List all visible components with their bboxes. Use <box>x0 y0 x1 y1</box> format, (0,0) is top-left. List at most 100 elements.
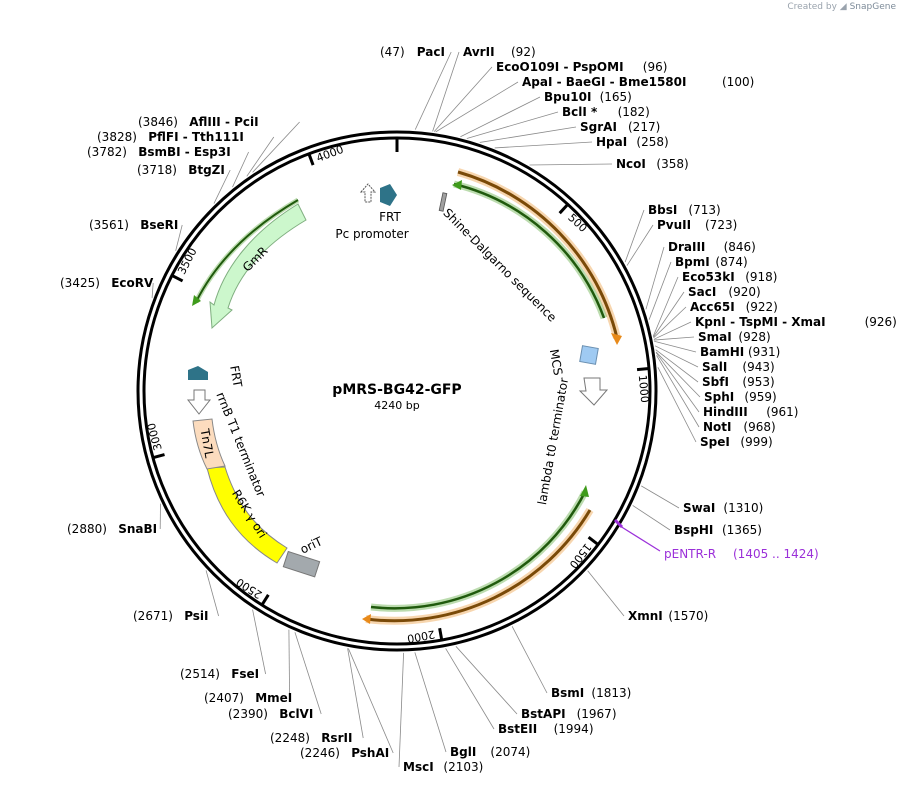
enzyme-position: (2103) <box>443 760 483 774</box>
enzyme-position: (713) <box>688 203 720 217</box>
enzyme-leader <box>587 570 625 617</box>
enzyme-site-fsei[interactable]: FseI(2514) <box>180 609 266 681</box>
enzyme-site-mmei[interactable]: MmeI(2407) <box>204 629 292 705</box>
feature-gfp-top[interactable] <box>452 180 608 320</box>
tick-label: 2000 <box>406 627 436 645</box>
enzyme-site-avrii[interactable]: AvrII(92) <box>432 45 536 132</box>
enzyme-name: NcoI <box>616 157 646 171</box>
enzyme-site-psii[interactable]: PsiI(2671) <box>133 570 219 623</box>
enzyme-position: (999) <box>740 435 772 449</box>
enzyme-name: HindIII <box>703 405 748 419</box>
enzyme-name: BglI <box>450 745 476 759</box>
enzyme-site-btgzi[interactable]: BtgZI(3718) <box>137 163 231 204</box>
feature-frt-left[interactable]: FRT <box>188 364 245 389</box>
enzyme-site-sali[interactable]: SalI(943) <box>654 345 775 374</box>
feature-tn7l[interactable]: Tn7L <box>192 418 226 470</box>
mcs-label: MCS <box>547 348 565 376</box>
feature-orf-top[interactable] <box>456 168 622 345</box>
enzyme-site-spei[interactable]: SpeI (999) <box>657 367 773 449</box>
enzyme-site-ncoi[interactable]: NcoI(358) <box>529 157 689 171</box>
tn7l-shape <box>192 418 226 470</box>
enzyme-site-sbfi[interactable]: SbfI(953) <box>655 349 775 389</box>
feature-mcs[interactable]: MCS <box>547 345 599 377</box>
enzyme-site-xmni[interactable]: XmnI(1570) <box>587 570 709 623</box>
enzyme-site-bsphi[interactable]: BspHI(1365) <box>632 505 762 537</box>
enzyme-site-bpu10i[interactable]: Bpu10I(165) <box>460 90 632 138</box>
enzyme-site-swai[interactable]: SwaI(1310) <box>641 485 763 515</box>
enzyme-site-bclvi[interactable]: BclVI(2390) <box>228 632 322 721</box>
enzyme-site-snabi[interactable]: SnaBI(2880) <box>67 503 161 536</box>
primer-name: pENTR-R <box>664 547 716 561</box>
enzyme-name: BsmI <box>551 686 584 700</box>
enzyme-site-bcli[interactable]: BclI *(182) <box>466 105 650 139</box>
feature-gmr[interactable]: GmR <box>192 197 307 330</box>
enzyme-site-hindiii[interactable]: HindIII(961) <box>655 352 798 419</box>
enzyme-site-bsmi[interactable]: BsmI(1813) <box>511 626 631 700</box>
enzyme-site-bpmi[interactable]: BpmI(874) <box>648 255 748 320</box>
enzyme-site-sgrai[interactable]: SgrAI(217) <box>479 120 660 143</box>
enzyme-name: BamHI <box>700 345 744 359</box>
enzyme-site-bstapi[interactable]: BstAPI(1967) <box>455 646 617 721</box>
enzyme-site-msci[interactable]: MscI(2103) <box>398 652 483 774</box>
enzyme-site-acc65i[interactable]: Acc65I(922) <box>653 300 778 339</box>
enzyme-position: (92) <box>511 45 536 59</box>
frt-top-arrow <box>380 184 397 206</box>
feature-gfp-bottom[interactable] <box>370 485 589 612</box>
enzyme-leader <box>653 336 695 341</box>
enzyme-name: SwaI <box>683 501 715 515</box>
enzyme-site-ecorv[interactable]: EcoRV(3425) <box>60 276 154 298</box>
enzyme-position: (100) <box>722 75 754 89</box>
enzyme-name: BpmI <box>675 255 710 269</box>
enzyme-name: AflIII - PciI <box>189 115 258 129</box>
enzyme-position: (3846) <box>138 115 178 129</box>
enzyme-site-pvuii[interactable]: PvuII(723) <box>626 218 737 266</box>
enzyme-site-noti[interactable]: NotI(968) <box>656 355 776 434</box>
enzyme-site-pshai[interactable]: PshAI(2246) <box>300 648 394 760</box>
enzyme-leader <box>175 224 183 251</box>
enzyme-site-bamhi[interactable]: BamHI(931) <box>654 340 780 359</box>
enzyme-site-pflfi[interactable]: PflFI - Tth111I(3828) <box>97 130 275 177</box>
enzyme-site-bseri[interactable]: BseRI(3561) <box>89 218 183 251</box>
enzyme-site-hpai[interactable]: HpaI(258) <box>494 135 669 149</box>
enzyme-leader <box>655 349 699 383</box>
enzyme-position: (959) <box>744 390 776 404</box>
enzyme-leader <box>460 96 541 138</box>
gfp-top-core <box>453 182 606 319</box>
enzyme-site-bbsi[interactable]: BbsI(713) <box>624 203 721 263</box>
enzyme-leader <box>656 355 700 428</box>
enzyme-leader <box>445 648 495 730</box>
enzyme-site-kpni[interactable]: KpnI - TspMI - XmaI(926) <box>653 315 897 340</box>
feature-pc-promoter[interactable]: Pc promoter <box>335 183 409 241</box>
enzyme-name: Eco53kI <box>682 270 735 284</box>
enzyme-site-paci[interactable]: PacI(47) <box>380 45 452 130</box>
primer-pentr-r[interactable]: pENTR-R (1405 .. 1424) <box>613 518 819 561</box>
feature-orit[interactable]: oriT <box>282 534 325 578</box>
enzyme-site-eco53ki[interactable]: Eco53kI(918) <box>652 270 777 337</box>
feature-lambda-t0[interactable]: lambda t0 terminator <box>535 377 609 506</box>
frt-left-label: FRT <box>227 364 245 388</box>
enzyme-site-sphi[interactable]: SphI(959) <box>655 351 777 404</box>
enzyme-site-bsteii[interactable]: BstEII(1994) <box>445 648 594 736</box>
enzyme-leader <box>653 291 685 338</box>
tick-mark <box>438 627 444 641</box>
feature-r6k-ori[interactable]: R6K γ ori <box>206 466 288 564</box>
enzyme-site-smai[interactable]: SmaI(928) <box>653 330 771 344</box>
enzyme-site-draiii[interactable]: DraIII(846) <box>645 240 756 310</box>
enzyme-site-rsrii[interactable]: RsrII(2248) <box>270 648 364 745</box>
enzyme-name: SpeI <box>700 435 730 449</box>
enzyme-leader <box>479 126 577 143</box>
enzyme-site-bsmbi[interactable]: BsmBI - Esp3I(3782) <box>87 145 249 188</box>
enzyme-name: SmaI <box>698 330 732 344</box>
enzyme-leader <box>347 648 394 754</box>
enzyme-site-ecoo109i[interactable]: EcoO109I - PspOMI(96) <box>433 60 667 132</box>
enzyme-site-afliii[interactable]: AflIII - PciI (3846) <box>138 115 300 173</box>
enzyme-site-saci[interactable]: SacI(920) <box>653 285 761 338</box>
gmr-arrow <box>209 203 307 330</box>
feature-frt-top[interactable]: FRT <box>379 184 402 224</box>
enzyme-site-apai[interactable]: ApaI - BaeGI - Bme1580I(100) <box>435 75 755 133</box>
enzyme-position: (1365) <box>722 523 762 537</box>
enzyme-position: (3782) <box>87 145 127 159</box>
enzyme-site-bgli[interactable]: BglI(2074) <box>414 652 530 759</box>
feature-orf-bottom[interactable] <box>362 507 594 625</box>
tick-mark <box>558 203 569 215</box>
